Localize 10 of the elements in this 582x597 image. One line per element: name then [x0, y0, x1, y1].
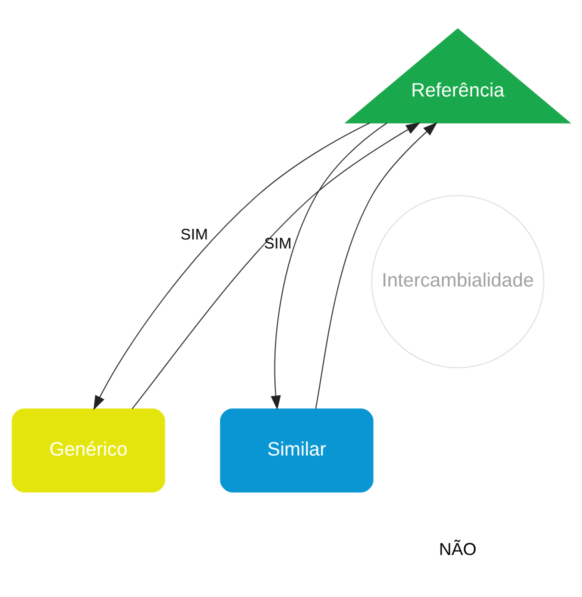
arrow: [315, 122, 438, 410]
label: NÃO: [438, 539, 477, 560]
arrow: [93, 122, 370, 410]
edge-label: SIM: [180, 226, 208, 244]
node-box: Genérico: [12, 408, 166, 492]
arrow: [270, 122, 388, 410]
edge-label: SIM: [264, 236, 292, 253]
node-box: Similar: [220, 408, 374, 492]
node-circle: Intercambialidade: [371, 195, 544, 368]
arrow: [132, 122, 420, 410]
